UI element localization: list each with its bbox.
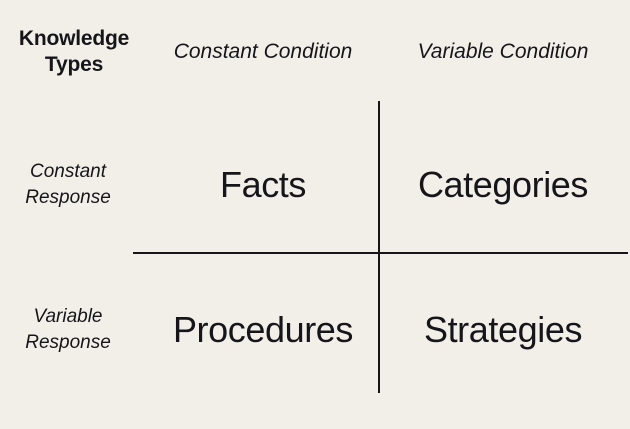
column-header-constant-condition: Constant Condition bbox=[173, 40, 353, 64]
quadrant-strategies: Strategies bbox=[423, 309, 583, 350]
quadrant-facts: Facts bbox=[219, 164, 306, 205]
quadrant-procedures: Procedures bbox=[172, 309, 354, 350]
vertical-divider bbox=[378, 101, 380, 393]
row-header-constant-response: Constant Response bbox=[25, 161, 111, 208]
matrix-corner-title: Knowledge Types bbox=[18, 26, 130, 76]
horizontal-divider bbox=[133, 252, 628, 254]
quadrant-categories: Categories bbox=[417, 164, 589, 205]
column-header-variable-condition: Variable Condition bbox=[417, 40, 589, 64]
row-header-variable-response: Variable Response bbox=[25, 306, 111, 353]
